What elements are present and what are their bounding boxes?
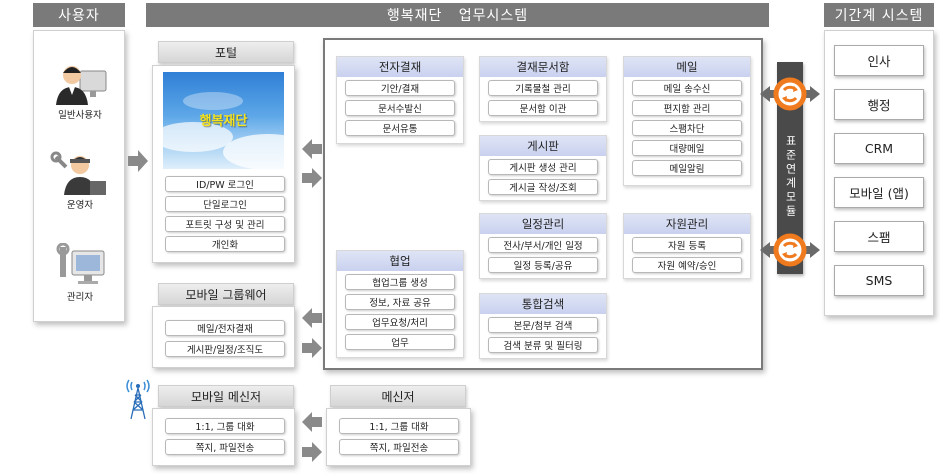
portal-banner-text: 행복재단 bbox=[199, 114, 248, 129]
portal-item[interactable]: ID/PW 로그인 bbox=[165, 176, 285, 192]
portal-title: 포털 bbox=[214, 45, 238, 60]
sync-bottom-icon bbox=[760, 232, 820, 272]
module-resource: 자원관리 자원 등록 자원 예약/승인 bbox=[623, 213, 751, 279]
users-panel: 일반사용자 운영자 bbox=[33, 30, 125, 322]
module-search: 통합검색 본문/첨부 검색 검색 분류 및 필터링 bbox=[479, 293, 607, 359]
messenger-item[interactable]: 1:1, 그룹 대화 bbox=[339, 418, 459, 434]
module-search-item[interactable]: 본문/첨부 검색 bbox=[488, 317, 598, 333]
mobile-groupware-item[interactable]: 게시판/일정/조직도 bbox=[165, 341, 285, 357]
portal-to-main-arrow bbox=[302, 168, 322, 188]
legacy-system-item[interactable]: 스팸 bbox=[834, 221, 924, 252]
admin-tools-icon bbox=[50, 242, 110, 289]
module-collab-title: 협업 bbox=[337, 251, 463, 271]
module-archive-item[interactable]: 문서함 이관 bbox=[488, 100, 598, 116]
module-search-item[interactable]: 검색 분류 및 필터링 bbox=[488, 337, 598, 353]
module-approval-item[interactable]: 기안/결재 bbox=[345, 80, 455, 96]
main-to-portal-arrow bbox=[302, 139, 322, 159]
admin-user-label: 관리자 bbox=[66, 292, 94, 303]
module-mail-item[interactable]: 대량메일 bbox=[632, 140, 742, 156]
mobile-messenger-title-tab: 모바일 메신저 bbox=[158, 385, 294, 407]
legacy-system-item[interactable]: 모바일 (앱) bbox=[834, 177, 924, 208]
module-schedule-title: 일정관리 bbox=[480, 214, 606, 234]
legacy-system-header-label: 기간계 시스템 bbox=[834, 8, 924, 24]
main-system-header-label: 행복재단 업무시스템 bbox=[386, 8, 529, 24]
general-user-label: 일반사용자 bbox=[58, 110, 102, 121]
module-board: 게시판 게시판 생성 관리 게시글 작성/조회 bbox=[479, 135, 607, 201]
module-archive-title: 결재문서함 bbox=[480, 57, 606, 77]
legacy-system-item[interactable]: 인사 bbox=[834, 45, 924, 76]
module-archive-item[interactable]: 기록물철 관리 bbox=[488, 80, 598, 96]
admin-user: 관리자 bbox=[34, 242, 126, 303]
module-archive: 결재문서함 기록물철 관리 문서함 이관 bbox=[479, 56, 607, 122]
module-approval-item[interactable]: 문서수발신 bbox=[345, 100, 455, 116]
module-board-title: 게시판 bbox=[480, 136, 606, 156]
operator-user: 운영자 bbox=[34, 151, 126, 211]
operator-tools-icon bbox=[50, 151, 110, 197]
module-mail: 메일 메일 송수신 편지함 관리 스팸차단 대량메일 메일알림 bbox=[623, 56, 751, 186]
module-resource-item[interactable]: 자원 등록 bbox=[632, 237, 742, 253]
antenna-icon bbox=[124, 374, 152, 424]
mobile-messenger-panel: 1:1, 그룹 대화 쪽지, 파일전송 bbox=[152, 408, 295, 466]
module-collab-item[interactable]: 업무 bbox=[345, 334, 455, 350]
portal-banner: 행복재단 bbox=[163, 72, 284, 169]
legacy-system-item[interactable]: SMS bbox=[834, 265, 924, 296]
mobile-groupware-panel: 메일/전자결재 게시판/일정/조직도 bbox=[152, 306, 295, 368]
operator-user-label: 운영자 bbox=[66, 200, 94, 211]
messenger-panel: 1:1, 그룹 대화 쪽지, 파일전송 bbox=[326, 408, 471, 466]
portal-panel: 행복재단 ID/PW 로그인 단일로그인 포트릿 구성 및 관리 개인화 bbox=[152, 65, 295, 263]
module-board-item[interactable]: 게시판 생성 관리 bbox=[488, 159, 598, 175]
users-to-portal-arrow bbox=[128, 150, 148, 172]
module-collab-item[interactable]: 협업그룹 생성 bbox=[345, 274, 455, 290]
module-schedule-item[interactable]: 전사/부서/개인 일정 bbox=[488, 237, 598, 253]
mobile-messenger-title: 모바일 메신저 bbox=[190, 389, 262, 404]
legacy-system-item[interactable]: 행정 bbox=[834, 89, 924, 120]
mobile-groupware-title: 모바일 그룹웨어 bbox=[185, 287, 267, 302]
module-approval-title: 전자결재 bbox=[337, 57, 463, 77]
module-collab-item[interactable]: 정보, 자료 공유 bbox=[345, 294, 455, 310]
main-to-mobile-groupware-arrow bbox=[302, 308, 322, 328]
users-header-label: 사용자 bbox=[58, 8, 100, 24]
module-mail-title: 메일 bbox=[624, 57, 750, 77]
user-computer-icon bbox=[50, 61, 110, 107]
portal-item[interactable]: 단일로그인 bbox=[165, 196, 285, 212]
mobile-groupware-item[interactable]: 메일/전자결재 bbox=[165, 320, 285, 336]
portal-item[interactable]: 포트릿 구성 및 관리 bbox=[165, 216, 285, 232]
messenger-title: 메신저 bbox=[381, 389, 415, 404]
module-collab: 협업 협업그룹 생성 정보, 자료 공유 업무요청/처리 업무 bbox=[336, 250, 464, 358]
messenger-title-tab: 메신저 bbox=[330, 385, 466, 407]
users-header: 사용자 bbox=[33, 3, 125, 27]
portal-item[interactable]: 개인화 bbox=[165, 236, 285, 252]
module-approval-item[interactable]: 문서유통 bbox=[345, 120, 455, 136]
module-schedule: 일정관리 전사/부서/개인 일정 일정 등록/공유 bbox=[479, 213, 607, 279]
interface-module-label: 표준연계모듈 bbox=[784, 135, 797, 219]
module-resource-title: 자원관리 bbox=[624, 214, 750, 234]
main-system-header: 행복재단 업무시스템 bbox=[146, 3, 769, 27]
mobile-groupware-to-main-arrow bbox=[302, 338, 322, 358]
general-user: 일반사용자 bbox=[34, 61, 126, 121]
module-collab-item[interactable]: 업무요청/처리 bbox=[345, 314, 455, 330]
module-mail-item[interactable]: 편지함 관리 bbox=[632, 100, 742, 116]
module-search-title: 통합검색 bbox=[480, 294, 606, 314]
mobile-to-messenger-arrow bbox=[302, 442, 322, 462]
sync-top-icon bbox=[760, 76, 820, 116]
module-mail-item[interactable]: 메일알림 bbox=[632, 160, 742, 176]
legacy-system-item[interactable]: CRM bbox=[834, 133, 924, 164]
portal-title-tab: 포털 bbox=[158, 41, 294, 63]
module-schedule-item[interactable]: 일정 등록/공유 bbox=[488, 257, 598, 273]
main-system-box: 전자결재 기안/결재 문서수발신 문서유통 결재문서함 기록물철 관리 문서함 … bbox=[323, 38, 763, 370]
mobile-messenger-item[interactable]: 쪽지, 파일전송 bbox=[165, 439, 285, 455]
module-approval: 전자결재 기안/결재 문서수발신 문서유통 bbox=[336, 56, 464, 144]
legacy-system-header: 기간계 시스템 bbox=[824, 3, 934, 27]
mobile-messenger-item[interactable]: 1:1, 그룹 대화 bbox=[165, 418, 285, 434]
module-mail-item[interactable]: 메일 송수신 bbox=[632, 80, 742, 96]
messenger-to-mobile-arrow bbox=[302, 412, 322, 432]
module-mail-item[interactable]: 스팸차단 bbox=[632, 120, 742, 136]
mobile-groupware-title-tab: 모바일 그룹웨어 bbox=[158, 283, 294, 305]
module-board-item[interactable]: 게시글 작성/조회 bbox=[488, 179, 598, 195]
module-resource-item[interactable]: 자원 예약/승인 bbox=[632, 257, 742, 273]
messenger-item[interactable]: 쪽지, 파일전송 bbox=[339, 439, 459, 455]
